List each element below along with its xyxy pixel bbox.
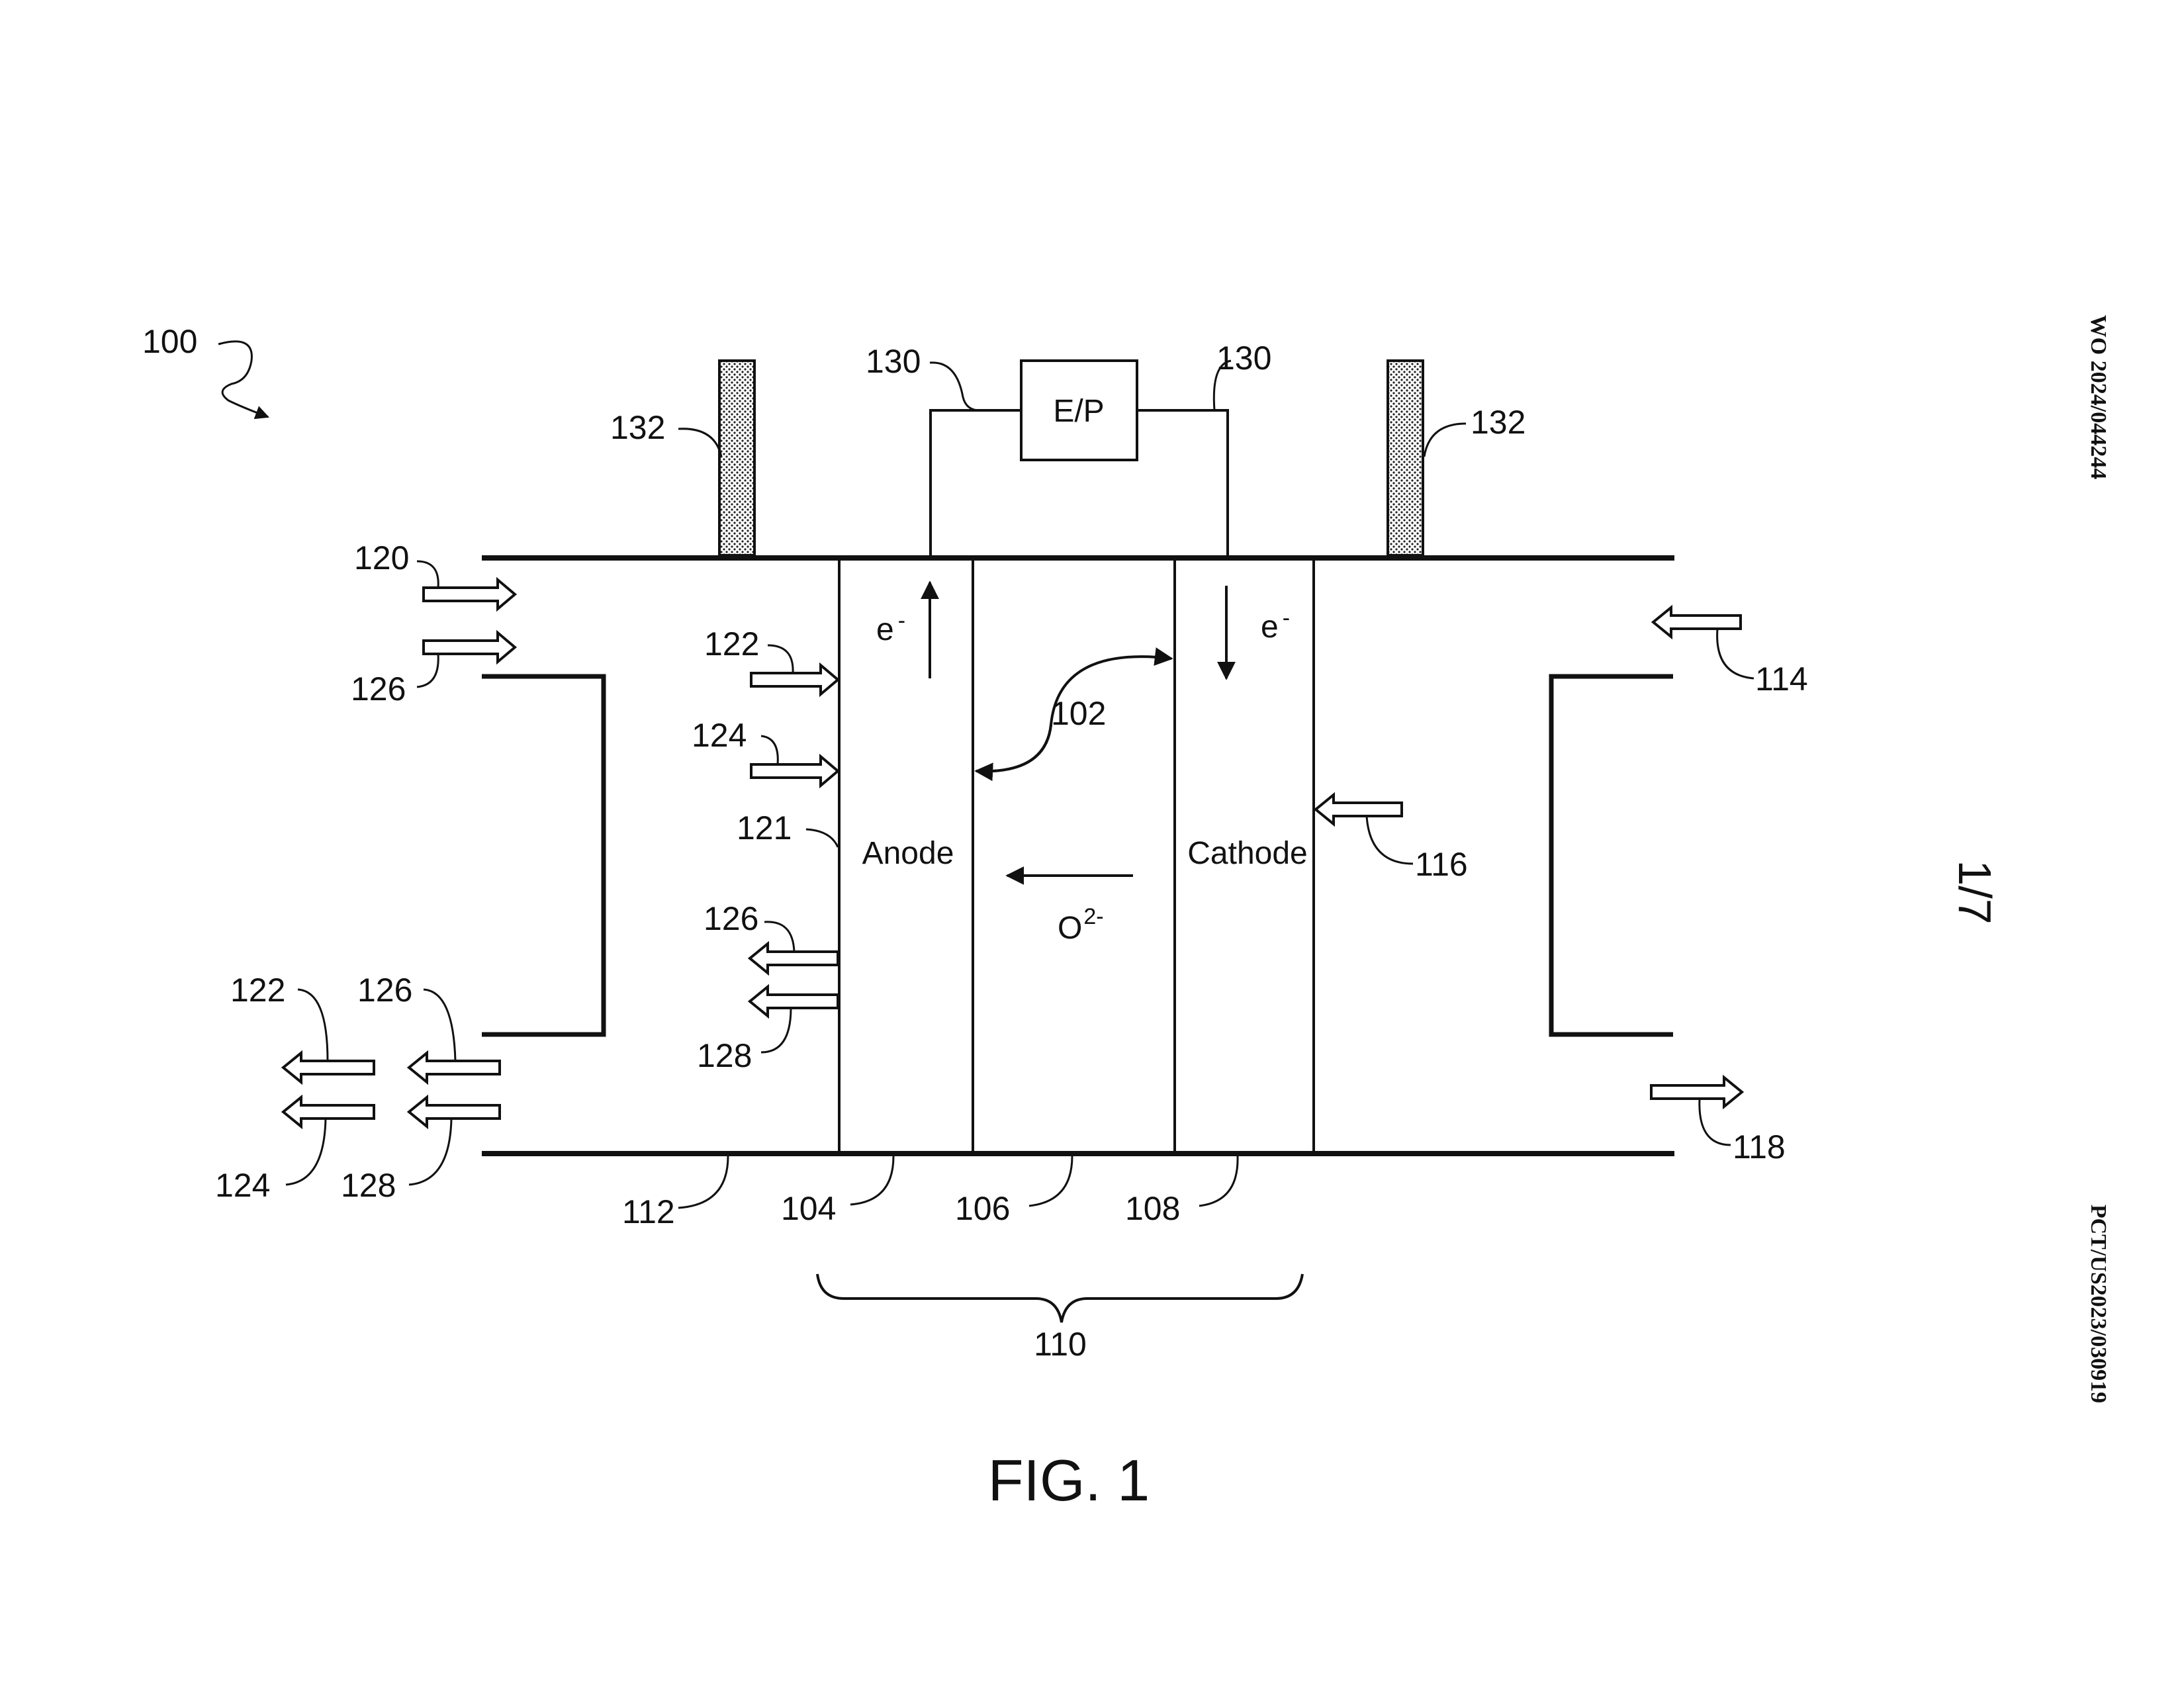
- electron-label-anode: e-: [876, 608, 905, 647]
- ref-120: 120: [354, 539, 409, 576]
- ref-122-out: 122: [230, 972, 285, 1009]
- arrow-120: [424, 580, 515, 609]
- leader-100: [218, 342, 268, 417]
- leader-124-out: [286, 1119, 326, 1185]
- leader-120: [417, 561, 438, 588]
- ref-106: 106: [955, 1190, 1010, 1227]
- publication-number: WO 2024/044244: [2086, 315, 2111, 479]
- ref-110: 110: [1034, 1326, 1087, 1363]
- leader-124-in: [761, 736, 778, 764]
- leader-104: [850, 1156, 893, 1205]
- leader-132-right: [1424, 424, 1466, 457]
- seal-left: [719, 361, 754, 555]
- ref-132-left: 132: [610, 409, 665, 446]
- arrow-124-out: [283, 1097, 374, 1126]
- sheet-number: 1/7: [1949, 860, 2001, 924]
- ref-121: 121: [737, 809, 792, 846]
- oxide-ion-label: O2-: [1058, 904, 1104, 946]
- leader-114: [1717, 629, 1754, 678]
- arrow-122-out: [283, 1053, 374, 1082]
- leader-122-out: [298, 989, 328, 1061]
- leader-128-out: [409, 1119, 451, 1185]
- ref-112: 112: [622, 1193, 675, 1230]
- ref-118: 118: [1733, 1128, 1786, 1165]
- power-box-label: E/P: [1053, 394, 1104, 429]
- left-baffle: [482, 676, 604, 1034]
- ref-128-out: 128: [341, 1167, 396, 1204]
- right-baffle: [1551, 676, 1673, 1034]
- application-number: PCT/US2023/030919: [2086, 1205, 2111, 1403]
- anode-label: Anode: [862, 836, 954, 871]
- arrow-114: [1653, 608, 1741, 637]
- leader-121: [806, 829, 838, 847]
- ref-130-right: 130: [1216, 340, 1271, 377]
- ref-126-out: 126: [357, 972, 412, 1009]
- arrow-122-in: [751, 665, 838, 694]
- ref-124-in: 124: [692, 717, 747, 754]
- arrow-124-in: [751, 756, 838, 786]
- ref-126-top: 126: [351, 670, 406, 708]
- cathode-label: Cathode: [1187, 836, 1307, 871]
- ref-126-mid: 126: [704, 900, 758, 937]
- ref-128-mid: 128: [697, 1037, 752, 1074]
- leader-126-top: [417, 654, 438, 687]
- arrow-128-mid: [750, 987, 838, 1016]
- leader-122-in: [768, 645, 793, 673]
- circuit-wire-left: [931, 410, 1021, 555]
- ref-130-left: 130: [866, 343, 921, 380]
- arrow-116: [1316, 795, 1402, 824]
- ref-124-out: 124: [215, 1167, 270, 1204]
- leader-102-start: [976, 725, 1051, 771]
- leader-126-out: [424, 989, 455, 1061]
- leader-108: [1199, 1156, 1238, 1206]
- ref-102: 102: [1051, 695, 1106, 732]
- figure-caption: FIG. 1: [988, 1447, 1150, 1513]
- ref-100: 100: [142, 323, 197, 360]
- ref-104: 104: [781, 1190, 836, 1227]
- arrow-128-out: [409, 1097, 500, 1126]
- leader-132-left: [678, 429, 721, 457]
- ref-108: 108: [1125, 1190, 1180, 1227]
- arrow-126-top: [424, 633, 515, 662]
- ref-114: 114: [1755, 661, 1808, 698]
- arrow-118: [1651, 1077, 1742, 1107]
- ref-132-right: 132: [1471, 404, 1525, 441]
- ref-116: 116: [1415, 846, 1468, 883]
- leader-130-left: [930, 363, 979, 410]
- electron-label-cathode: e-: [1261, 606, 1290, 645]
- seal-right: [1388, 361, 1423, 555]
- leader-116: [1367, 816, 1413, 864]
- leader-106: [1029, 1156, 1072, 1206]
- ref-122-in: 122: [704, 625, 759, 663]
- bracket-110: [817, 1274, 1302, 1322]
- leader-112: [678, 1156, 728, 1208]
- circuit-wire-right: [1137, 410, 1228, 555]
